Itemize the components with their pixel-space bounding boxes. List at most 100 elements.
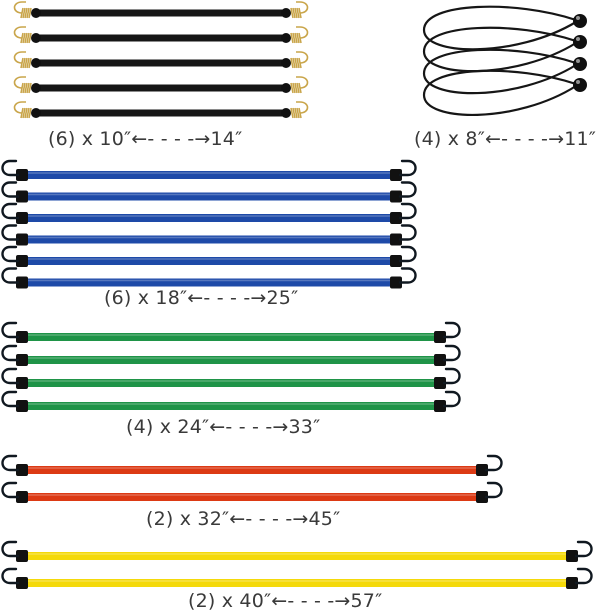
right-spring-coil [290,107,294,119]
right-spring-coil [292,7,296,19]
right-spring-coil [296,82,300,94]
right-end-cap [281,108,291,118]
left-hook [13,26,26,39]
ball-cord [422,69,587,116]
right-hook [398,181,417,198]
right-hook [296,26,309,39]
right-end-cap [281,58,291,68]
ball-cord [422,26,587,73]
left-spring-coil [22,7,26,19]
left-end-cap [31,58,41,68]
right-sleeve [390,212,402,224]
left-spring-coil [28,32,32,44]
right-spring-coil [290,57,294,69]
left-hook [1,267,20,284]
right-sleeve [390,190,402,203]
right-spring-coil [292,57,296,69]
right-hook [574,567,593,585]
yellow-cords [1,540,593,589]
ball-highlight [576,37,580,41]
left-end-cap [31,33,41,43]
green-cords-size-label: (4) x 24″←- - - -→33″ [126,416,321,438]
ball-highlight [576,59,580,63]
left-sleeve [16,169,28,181]
cord-group-layer [1,1,593,589]
left-hook [1,224,20,241]
right-hook [296,1,309,14]
left-hook [1,159,20,177]
green-cord [1,344,461,366]
right-spring-coil [296,107,300,119]
yellow-cord [1,567,593,589]
left-hook [13,101,26,114]
red-cord [1,454,503,476]
left-end-cap [31,8,41,18]
left-spring-coil [26,82,30,94]
right-spring-coil [290,7,294,19]
left-sleeve [16,212,28,224]
right-spring-coil [292,107,296,119]
left-sleeve [16,464,28,476]
black-hook-cord [13,101,309,119]
left-spring-coil [28,57,32,69]
right-sleeve [434,400,446,412]
left-spring-coil [22,107,26,119]
left-hook [1,390,20,408]
left-hook [1,567,20,585]
red-cords-size-label: (2) x 32″←- - - -→45″ [146,508,341,530]
right-spring-coil [292,82,296,94]
blue-cord [1,224,417,246]
black-hook-cord [13,26,309,44]
blue-cord [1,159,417,181]
left-sleeve [16,491,28,503]
right-spring-coil [294,82,298,94]
left-spring-coil [24,82,28,94]
ball-end [573,57,587,71]
right-spring-coil [290,32,294,44]
left-sleeve [16,190,28,203]
right-sleeve [434,354,446,366]
right-hook [442,344,461,362]
left-hook [1,454,20,472]
ball-end [573,14,587,28]
blue-cords-size-label: (6) x 18″←- - - -→25″ [104,287,299,309]
black-hook-cord [13,76,309,94]
left-spring-coil [24,32,28,44]
blue-cord [1,245,417,267]
left-hook [13,76,26,89]
left-spring-coil [22,32,26,44]
right-sleeve [390,169,402,181]
left-spring-coil [28,107,32,119]
left-spring-coil [26,107,30,119]
blue-cord [1,202,417,224]
red-cord [1,481,503,503]
black-hook-cord [13,1,309,19]
right-hook [296,101,309,114]
right-sleeve [390,255,402,267]
green-cord [1,367,461,389]
right-sleeve [434,377,446,389]
left-spring-coil [22,82,26,94]
left-hook [1,181,20,198]
elastic-loop [422,69,577,116]
left-spring-coil [26,7,30,19]
right-hook [398,202,417,220]
right-hook [484,454,503,472]
left-spring-coil [24,7,28,19]
left-sleeve [16,354,28,366]
right-sleeve [390,276,402,289]
left-sleeve [16,400,28,412]
right-sleeve [566,550,578,562]
ball-end [573,35,587,49]
elastic-loop [422,48,577,95]
left-hook [1,367,20,385]
right-spring-coil [296,57,300,69]
ball-cord [422,5,587,51]
left-hook [1,540,20,558]
left-spring-coil [26,57,30,69]
left-sleeve [16,233,28,246]
left-sleeve [16,377,28,389]
right-hook [296,76,309,89]
right-spring-coil [292,32,296,44]
